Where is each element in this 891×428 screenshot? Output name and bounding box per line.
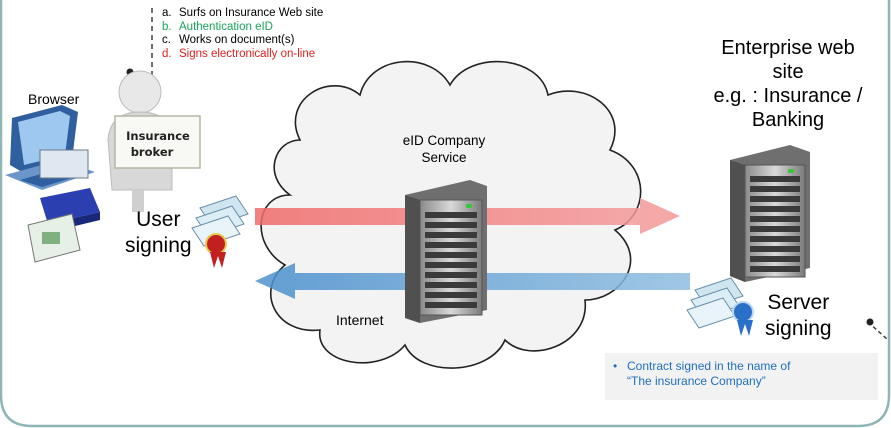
- computer-icon: [5, 105, 95, 190]
- note-line1: Contract signed in the name of: [627, 359, 791, 373]
- card-reader-icon: [27, 188, 100, 263]
- step-marker: a.: [162, 7, 172, 19]
- internet-label: Internet: [336, 312, 384, 328]
- enterprise-server-icon: [730, 145, 810, 282]
- step-list: a. Surfs on Insurance Web site b. Authentic…: [162, 7, 323, 61]
- step-text: Signs electronically on-line: [179, 47, 316, 60]
- enterprise-line1: Enterprise web: [721, 37, 855, 59]
- step-text: Works on document(s): [179, 34, 295, 46]
- server-signing-line2: signing: [765, 317, 832, 340]
- eid-service-line1: eID Company: [402, 133, 486, 148]
- step-marker: b.: [162, 20, 172, 33]
- step-item: b. Authentication eID: [162, 21, 323, 35]
- browser-label: Browser: [28, 91, 80, 107]
- enterprise-line2: site: [772, 61, 804, 83]
- step-text: Authentication eID: [179, 20, 273, 33]
- step-text: Surfs on Insurance Web site: [179, 7, 324, 19]
- connector-dot-right: [866, 318, 874, 326]
- user-signing-label: User signing: [125, 207, 192, 259]
- broker-sign-line2: broker: [131, 145, 174, 159]
- server-signing-label: Server signing: [765, 290, 832, 342]
- return-arrow: [255, 263, 690, 299]
- eid-server-icon: [405, 180, 487, 323]
- eid-service-label: eID Company Service: [388, 132, 500, 166]
- step-item: d. Signs electronically on-line: [162, 48, 323, 62]
- enterprise-line3: e.g. : Insurance /: [713, 85, 863, 107]
- step-item: a. Surfs on Insurance Web site: [162, 7, 323, 21]
- enterprise-site-label: Enterprise web site e.g. : Insurance / B…: [683, 36, 891, 132]
- step-marker: d.: [162, 47, 172, 60]
- note-bullet: •: [613, 359, 618, 373]
- contract-note: • Contract signed in the name of “The in…: [605, 353, 878, 400]
- server-signing-line1: Server: [767, 291, 830, 314]
- eid-service-line2: Service: [421, 150, 467, 165]
- broker-sign-line1: Insurance: [126, 129, 190, 143]
- user-certificate-icon: [191, 195, 249, 268]
- server-certificate-icon: [686, 277, 754, 336]
- enterprise-line4: Banking: [751, 109, 825, 131]
- user-signing-line1: User: [136, 208, 181, 231]
- user-signing-line2: signing: [125, 234, 192, 257]
- step-item: c. Works on document(s): [162, 34, 323, 48]
- step-marker: c.: [162, 34, 171, 46]
- dashed-connector-right: [867, 321, 889, 341]
- insurance-broker-figure: [107, 70, 201, 212]
- note-line2: “The insurance Company”: [627, 374, 766, 388]
